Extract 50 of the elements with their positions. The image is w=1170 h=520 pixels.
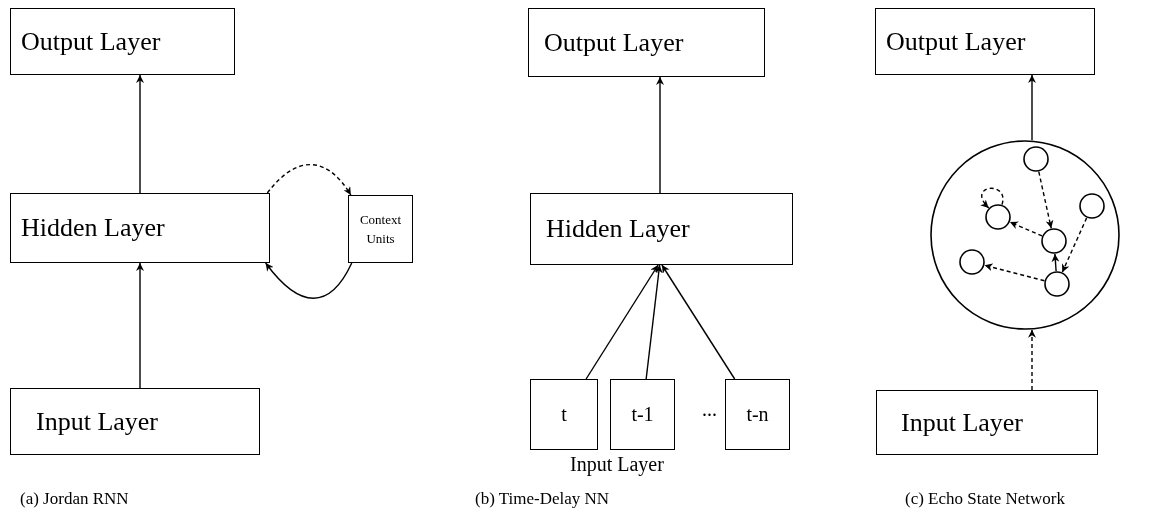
- time-step-box: [530, 379, 598, 450]
- time-step-box: [725, 379, 790, 450]
- arrow: [980, 187, 1004, 209]
- arrow: [1009, 221, 1043, 237]
- arrow: [266, 164, 352, 196]
- arrow: [645, 264, 663, 380]
- arrow: [1051, 253, 1060, 272]
- arrow: [264, 262, 353, 299]
- time-step-box: [610, 379, 675, 450]
- group-label: Input Layer: [570, 453, 664, 476]
- caption-text: (a) Jordan RNN: [20, 489, 129, 509]
- box-label: Output Layer: [21, 26, 161, 57]
- box-label: Output Layer: [886, 26, 1026, 57]
- box-label: Hidden Layer: [21, 213, 165, 243]
- box-label: t-1: [631, 403, 654, 426]
- layer-box: [10, 193, 270, 263]
- caption-text: (c) Echo State Network: [905, 489, 1066, 509]
- neuron-circle: [1079, 193, 1105, 219]
- layer-box: [875, 8, 1095, 75]
- box-label: Output Layer: [544, 27, 684, 58]
- arrow: [1028, 74, 1036, 141]
- box-label: Hidden Layer: [546, 214, 690, 244]
- reservoir-circle: [930, 140, 1120, 330]
- neuron-circle: [1041, 228, 1067, 254]
- arrow: [656, 76, 664, 194]
- layer-box: [10, 388, 260, 455]
- box-label: Input Layer: [901, 407, 1023, 438]
- layer-box: [530, 193, 793, 265]
- neuron-circle: [1023, 146, 1049, 172]
- arrow: [1038, 171, 1054, 229]
- neuron-circle: [959, 249, 985, 275]
- box-label: t: [561, 403, 567, 426]
- arrow: [1028, 329, 1036, 391]
- arrow: [585, 264, 659, 380]
- layer-box: [10, 8, 235, 75]
- ellipsis-text: ...: [702, 398, 717, 421]
- arrow: [983, 263, 1046, 282]
- layer-box: [528, 8, 765, 77]
- box-label: t-n: [746, 403, 769, 426]
- arrow: [136, 74, 144, 194]
- neuron-circle: [985, 204, 1011, 230]
- layer-box: [876, 390, 1098, 455]
- arrow: [136, 262, 144, 389]
- context-units-box: [348, 195, 413, 263]
- neuron-circle: [1044, 271, 1070, 297]
- arrow: [1061, 217, 1088, 273]
- arrow: [661, 264, 736, 380]
- box-label: Input Layer: [36, 406, 158, 437]
- caption-text: (b) Time-Delay NN: [475, 489, 610, 509]
- box-label: Context Units: [358, 210, 403, 248]
